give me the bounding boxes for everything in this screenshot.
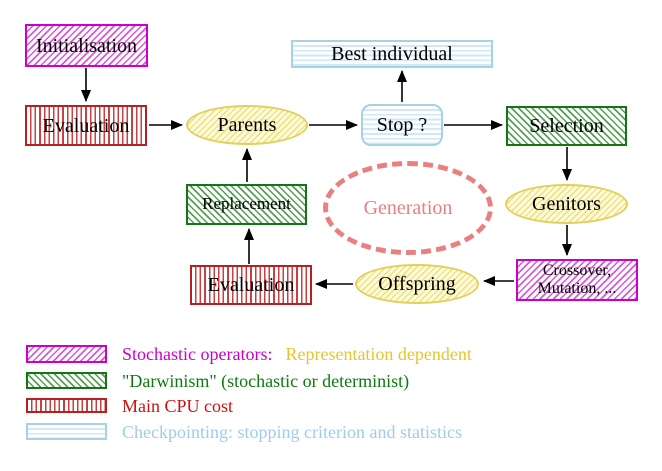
- legend-row-main-cpu-cost: Main CPU cost: [122, 396, 233, 416]
- ellipse-offspring: Offspring: [355, 264, 479, 304]
- legend-label-main-cpu-cost: Main CPU cost: [122, 396, 234, 416]
- legend-label-darwinism: "Darwinism" (stochastic or determinist): [122, 371, 410, 391]
- legend-row-stochastic-operators: Stochastic operators: Representation dep…: [122, 344, 472, 364]
- legend-row-darwinism: "Darwinism" (stochastic or determinist): [122, 371, 409, 391]
- legend-swatch-darwinism: [26, 372, 107, 389]
- ellipse-generation: Generation: [323, 161, 493, 255]
- legend-label-stochastic-operators: Stochastic operators:: [122, 344, 273, 364]
- node-stop-label: Stop ?: [376, 114, 428, 136]
- legend-row-checkpointing: Checkpointing: stopping criterion and st…: [122, 422, 462, 442]
- node-evaluation-bottom: Evaluation: [190, 265, 312, 305]
- node-selection-label: Selection: [529, 115, 604, 137]
- legend-swatch-checkpointing: [26, 423, 107, 440]
- node-best-individual-label: Best individual: [331, 43, 453, 65]
- node-crossover-mutation: Crossover, Mutation, ...: [516, 259, 638, 301]
- node-initialisation: Initialisation: [25, 24, 148, 67]
- node-stop: Stop ?: [361, 104, 443, 146]
- legend-swatch-main-cpu-cost: [26, 398, 107, 413]
- node-initialisation-label: Initialisation: [35, 34, 138, 57]
- node-evaluation-top-label: Evaluation: [42, 114, 130, 137]
- ellipse-parents: Parents: [186, 105, 308, 145]
- node-replacement: Replacement: [186, 184, 307, 225]
- node-crossover-line1: Crossover,: [542, 261, 612, 279]
- node-replacement-label: Replacement: [202, 194, 291, 214]
- ellipse-offspring-label: Offspring: [378, 273, 456, 295]
- legend-swatch-stochastic-operators: [26, 345, 107, 363]
- legend-label-representation-dependent: Representation dependent: [285, 344, 472, 364]
- node-selection: Selection: [506, 106, 627, 146]
- node-crossover-line2: Mutation, ...: [537, 280, 617, 297]
- node-evaluation-top: Evaluation: [25, 105, 147, 146]
- ellipse-genitors: Genitors: [505, 184, 628, 224]
- ellipse-generation-label: Generation: [363, 197, 453, 219]
- legend-label-checkpointing: Checkpointing: stopping criterion and st…: [122, 422, 462, 442]
- ellipse-parents-label: Parents: [217, 114, 277, 136]
- node-best-individual: Best individual: [291, 40, 493, 68]
- node-evaluation-bottom-label: Evaluation: [207, 274, 295, 296]
- ellipse-genitors-label: Genitors: [532, 193, 601, 215]
